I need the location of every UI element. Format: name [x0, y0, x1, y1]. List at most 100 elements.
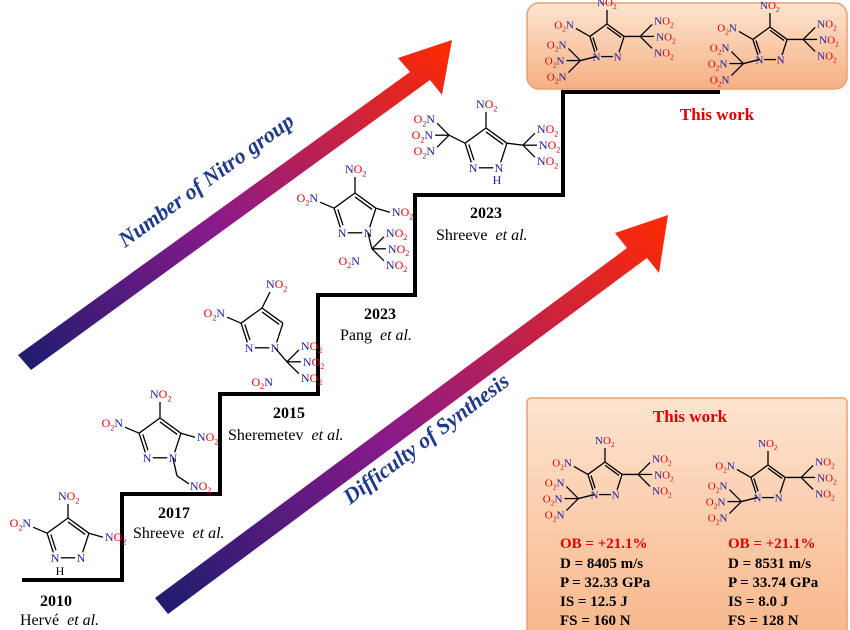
nitro-label: NO2 — [266, 277, 287, 293]
svg-text:Pang et al.: Pang et al. — [340, 327, 412, 344]
nitro-label: O2N — [708, 59, 728, 73]
nitro-label: O2N — [710, 43, 730, 57]
nitro-label: O2N — [102, 416, 124, 432]
nitro-label: NO2 — [537, 122, 558, 138]
nitro-label: NO2 — [817, 472, 837, 486]
nitro-label: O2N — [708, 481, 728, 495]
nitro-label: O2N — [297, 191, 319, 207]
milestone-2023-shreeve: 2023 Shreeve et al. — [436, 205, 528, 244]
nitro-label: NO2 — [815, 488, 835, 502]
nitro-label: NO2 — [190, 479, 211, 495]
nitro-label: NO2 — [388, 242, 409, 258]
nitrogen-atom: N — [753, 493, 761, 505]
nitrogen-atom: N — [338, 226, 347, 240]
milestone-year: 2023 — [364, 306, 396, 323]
nitro-label: NO2 — [817, 50, 837, 64]
milestone-author: Shreeve — [133, 525, 185, 542]
nitro-group-arrow — [18, 40, 452, 370]
nitro-label: O2N — [547, 40, 567, 54]
milestone-2010: 2010 Hervé et al. — [20, 593, 99, 629]
nitro-label: O2N — [543, 494, 563, 508]
compound-2-properties: OB = +21.1% D = 8531 m/s P = 33.74 GPa I… — [728, 536, 819, 629]
milestone-etal: et al. — [380, 327, 412, 344]
nitro-label: O2N — [715, 460, 735, 474]
synthesis-arrow-label: Difficulty of Synthesis — [337, 368, 514, 510]
nitro-label: NO2 — [819, 34, 839, 48]
nitro-label: NO2 — [597, 0, 617, 11]
nitro-label: NO2 — [656, 31, 676, 45]
top-this-work-box — [526, 2, 848, 90]
nitro-label: NO2 — [197, 430, 218, 446]
nitro-label: NO2 — [654, 15, 674, 29]
nitro-label: NO2 — [392, 205, 413, 221]
nitro-label: NO2 — [817, 18, 837, 32]
friction-sensitivity: FS = 128 N — [728, 613, 799, 629]
nitro-label: O2N — [252, 375, 274, 391]
milestone-etal: et al. — [312, 427, 344, 444]
nitro-label: O2N — [710, 75, 730, 89]
nitro-label: NO2 — [595, 435, 615, 449]
nitro-label: NO2 — [815, 456, 835, 470]
nitro-label: NO2 — [58, 489, 79, 505]
milestone-year: 2015 — [273, 405, 305, 422]
nitro-label: NO2 — [654, 47, 674, 61]
milestone-2017: 2017 Shreeve et al. — [133, 505, 225, 542]
nitrogen-atom: N — [612, 490, 620, 502]
oxygen-balance: OB = +21.1% — [728, 536, 816, 552]
nitro-label: O2N — [547, 72, 567, 86]
milestone-author: Shreeve — [436, 227, 488, 244]
svg-text:Shreeve et al.: Shreeve et al. — [436, 227, 528, 244]
detonation-velocity: D = 8405 m/s — [560, 556, 643, 572]
milestone-year: 2017 — [158, 505, 190, 522]
nitrogen-atom: N — [469, 161, 478, 175]
nitrogen-atom: N — [755, 55, 763, 67]
synthesis-arrow — [155, 215, 668, 614]
nitro-label: O2N — [552, 457, 572, 471]
hydrogen-atom: H — [56, 564, 65, 578]
nitro-label: NO2 — [476, 97, 497, 113]
nh-label: H — [493, 173, 502, 187]
nitro-label: NO2 — [105, 530, 126, 546]
nitro-label: O2N — [545, 56, 565, 70]
svg-text:Sheremetev et al.: Sheremetev et al. — [228, 427, 344, 444]
nitro-label: NO2 — [652, 485, 672, 499]
nitro-label: NO2 — [301, 339, 322, 355]
nitro-label: O2N — [10, 516, 32, 532]
nitrogen-atom: N — [592, 52, 600, 64]
top-this-work-label: This work — [680, 105, 755, 124]
nitro-label: O2N — [414, 112, 436, 128]
nitrogen-atom: N — [614, 52, 622, 64]
milestone-author: Hervé — [20, 612, 59, 629]
nitro-label: O2N — [554, 19, 574, 33]
nitrogen-atom: N — [245, 341, 254, 355]
nitro-label: NO2 — [537, 154, 558, 170]
milestone-etal: et al. — [193, 525, 225, 542]
milestone-author: Pang — [340, 327, 372, 344]
nitro-label: O2N — [706, 497, 726, 511]
nitro-label: O2N — [717, 22, 737, 36]
nitro-label: NO2 — [652, 453, 672, 467]
oxygen-balance: OB = +21.1% — [560, 536, 648, 552]
nitro-label: O2N — [339, 254, 361, 270]
milestone-year: 2023 — [470, 205, 502, 222]
nitro-label: NO2 — [301, 371, 322, 387]
nitro-label: O2N — [545, 510, 565, 524]
nitrogen-atom: N — [143, 451, 152, 465]
milestone-etal: et al. — [67, 612, 99, 629]
panel-title: This work — [653, 407, 728, 426]
nitro-label: NO2 — [758, 438, 778, 452]
detonation-velocity: D = 8531 m/s — [728, 556, 811, 572]
nitro-label: NO2 — [760, 0, 780, 14]
milestone-author: Sheremetev — [228, 427, 304, 444]
nitro-label: NO2 — [386, 226, 407, 242]
nitro-label: NO2 — [654, 469, 674, 483]
